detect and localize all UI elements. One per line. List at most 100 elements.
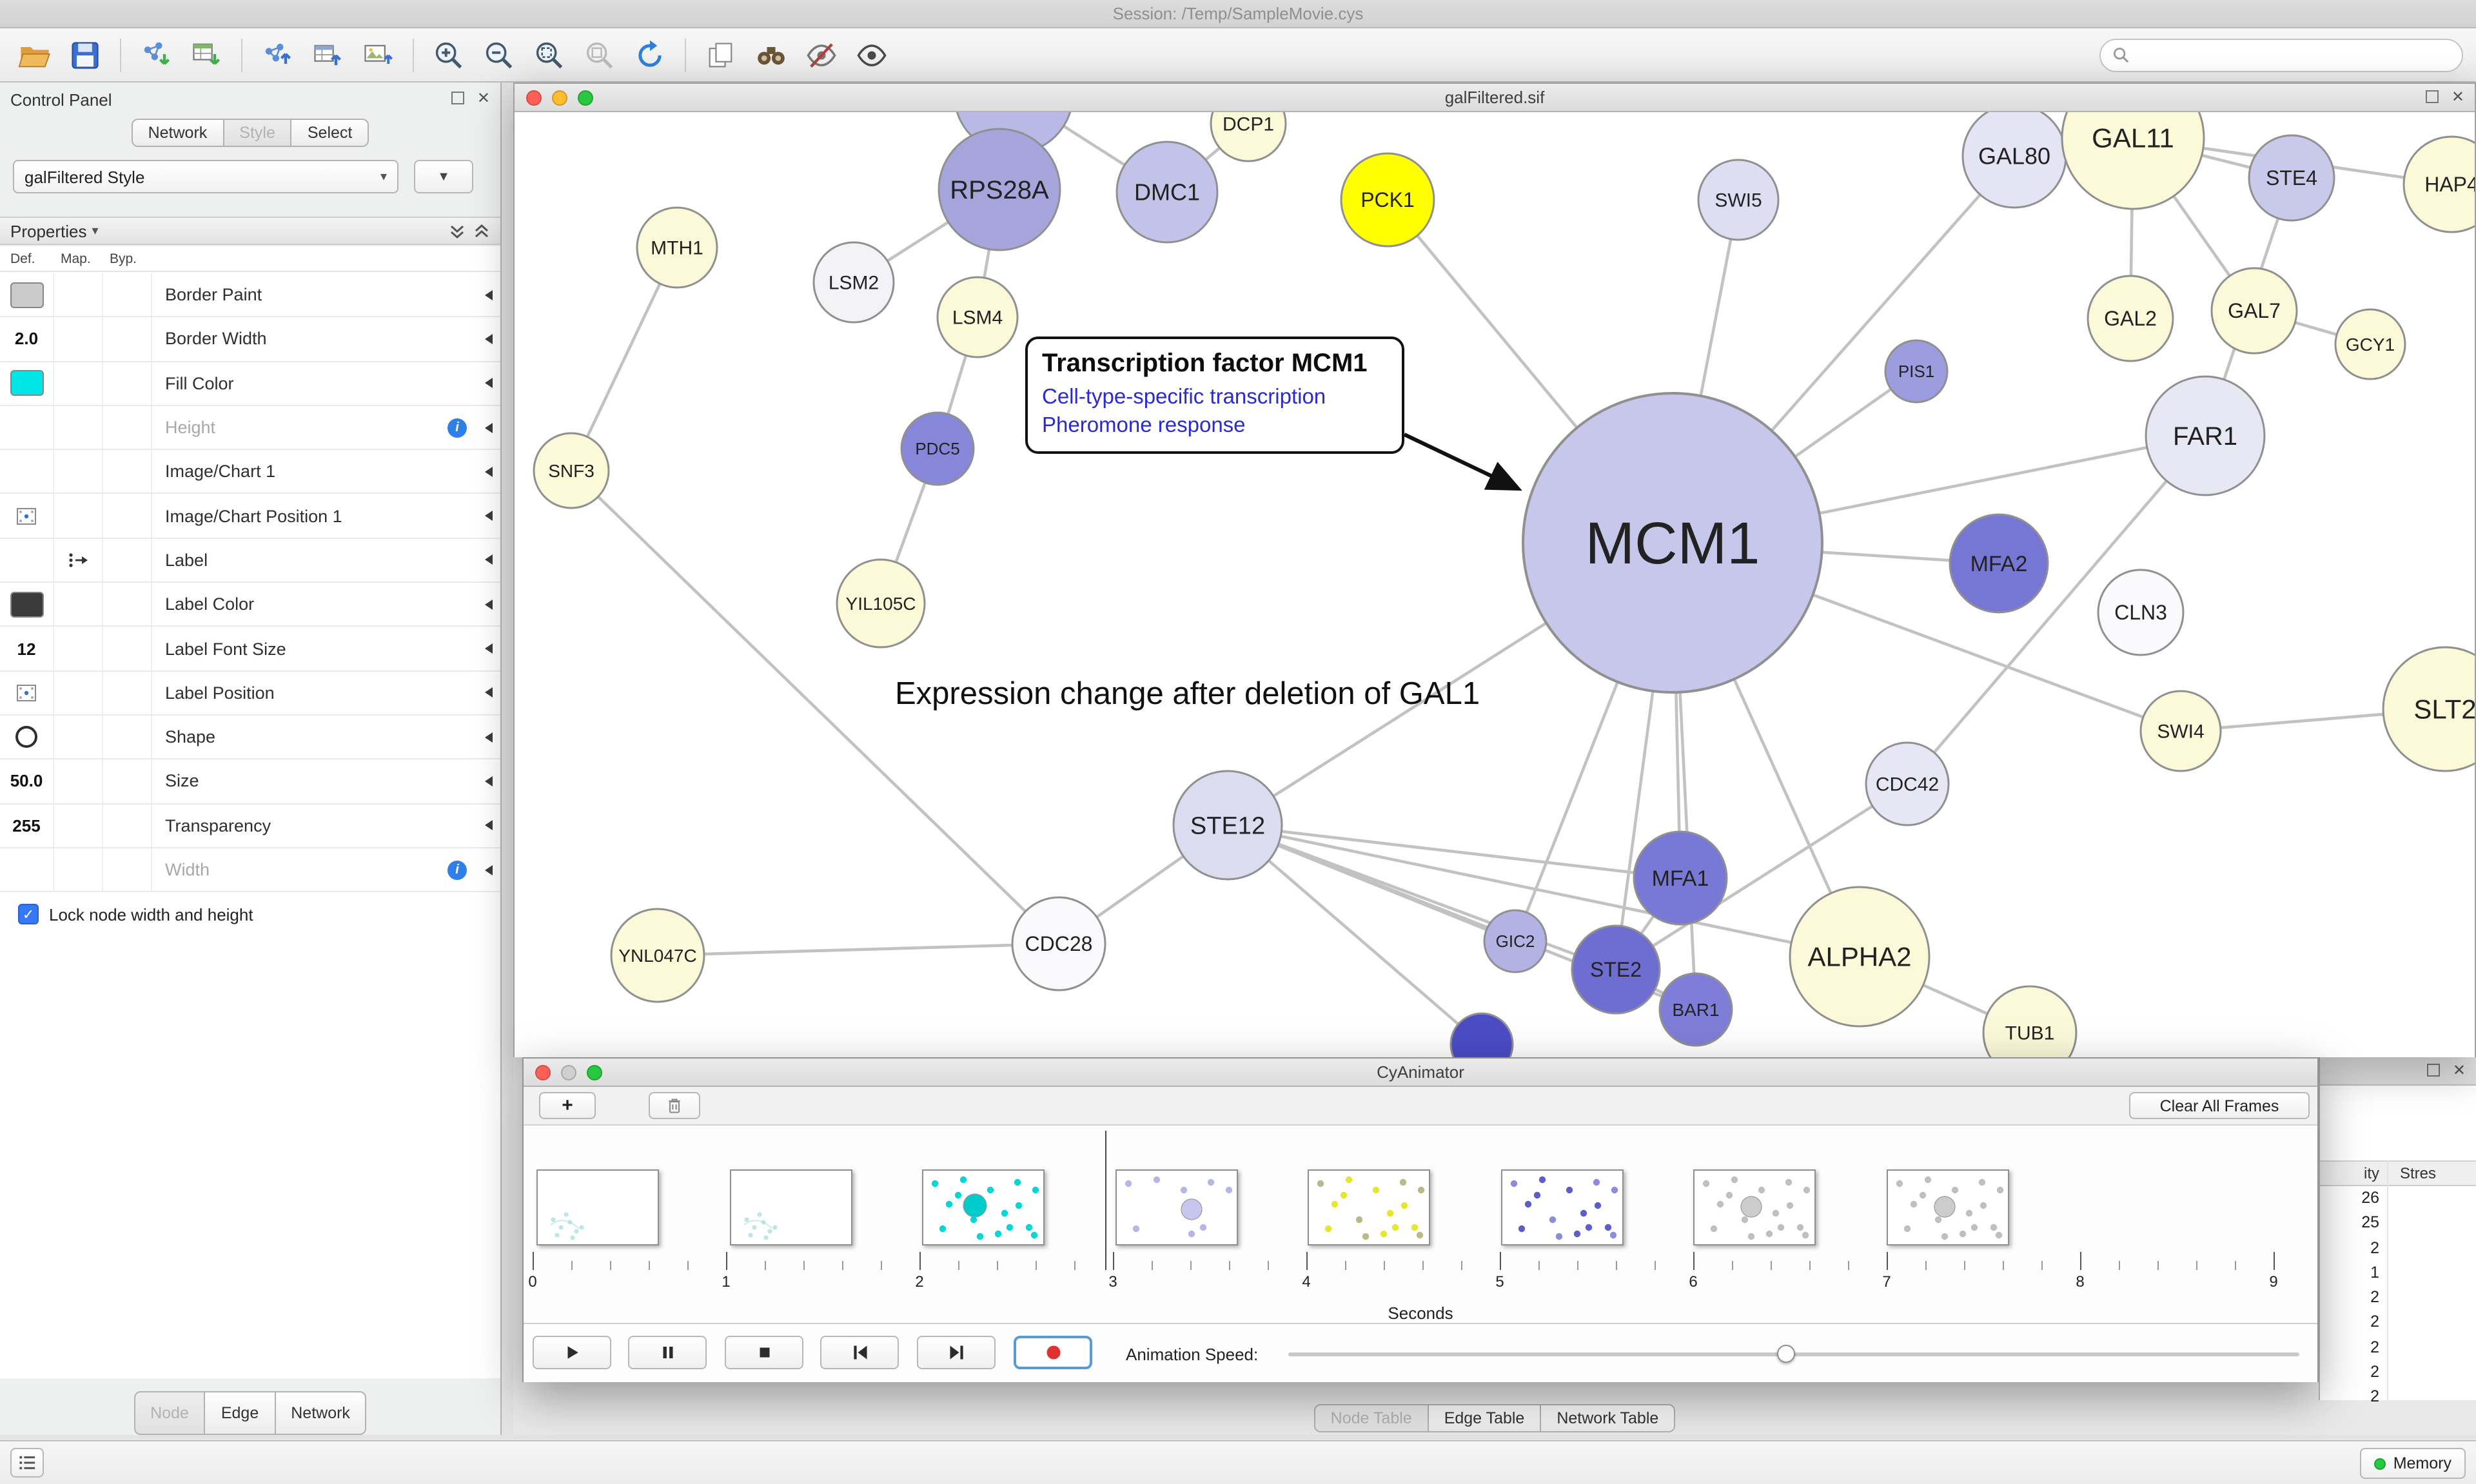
network-node-mfa2[interactable]: MFA2 xyxy=(1949,513,2049,614)
shape-circle-icon[interactable] xyxy=(15,726,37,748)
table-cell[interactable]: 2 xyxy=(2370,1313,2379,1331)
network-node-ste4[interactable]: STE4 xyxy=(2248,134,2335,222)
frame-thumbnail-1[interactable] xyxy=(536,1169,659,1245)
default-value[interactable]: 12 xyxy=(17,639,36,659)
network-node-pck1[interactable]: PCK1 xyxy=(1340,152,1435,248)
network-node-bar1[interactable]: BAR1 xyxy=(1658,972,1733,1047)
network-edge[interactable] xyxy=(570,469,1060,945)
default-cell[interactable]: 50.0 xyxy=(0,759,54,803)
network-edge[interactable] xyxy=(1227,823,1860,959)
network-node-gal11[interactable]: GAL11 xyxy=(2061,112,2205,210)
mapping-cell[interactable] xyxy=(54,848,103,892)
table-cell[interactable]: 2 xyxy=(2370,1387,2379,1406)
expand-arrow-icon[interactable] xyxy=(485,643,493,654)
zoom-in-button[interactable] xyxy=(427,33,471,77)
network-window-titlebar[interactable]: galFiltered.sif ✕ xyxy=(515,84,2475,112)
expand-arrow-icon[interactable] xyxy=(485,333,493,344)
record-button[interactable] xyxy=(1014,1336,1092,1369)
expand-arrow-icon[interactable] xyxy=(485,378,493,389)
network-node-ste12[interactable]: STE12 xyxy=(1172,770,1283,881)
table-column-headers[interactable]: ity Stres xyxy=(2320,1160,2476,1186)
expand-arrow-icon[interactable] xyxy=(485,864,493,875)
network-edge[interactable] xyxy=(1615,783,1909,971)
network-node-dcp1[interactable]: DCP1 xyxy=(1210,112,1287,162)
go-to-end-button[interactable] xyxy=(917,1336,996,1369)
bypass-cell[interactable] xyxy=(103,317,152,361)
property-row-label[interactable]: Label xyxy=(0,538,500,583)
annotation-link-1[interactable]: Cell-type-specific transcription xyxy=(1042,386,1326,409)
network-node-gic2[interactable]: GIC2 xyxy=(1483,909,1548,973)
duplicate-network-button[interactable] xyxy=(699,33,743,77)
close-window-icon[interactable] xyxy=(535,1065,551,1080)
bypass-cell[interactable] xyxy=(103,715,152,759)
default-cell[interactable] xyxy=(0,405,54,449)
default-cell[interactable] xyxy=(0,583,54,626)
default-cell[interactable] xyxy=(0,273,54,317)
property-row-label-color[interactable]: Label Color xyxy=(0,583,500,627)
float-view-icon[interactable] xyxy=(2425,90,2439,103)
tab-network[interactable]: Network xyxy=(131,119,224,147)
bypass-cell[interactable] xyxy=(103,538,152,582)
table-cell[interactable]: 25 xyxy=(2361,1213,2379,1232)
expand-arrow-icon[interactable] xyxy=(485,422,493,433)
frame-thumbnail-6[interactable] xyxy=(1500,1169,1623,1245)
network-edge[interactable] xyxy=(657,942,1059,957)
import-table-button[interactable] xyxy=(184,33,228,77)
expand-arrow-icon[interactable] xyxy=(485,511,493,522)
zoom-fit-button[interactable] xyxy=(527,33,571,77)
network-node-yil105c[interactable]: YIL105C xyxy=(836,558,926,649)
zoom-selected-button[interactable] xyxy=(578,33,622,77)
tab-node[interactable]: Node xyxy=(133,1391,206,1435)
maximize-window-icon[interactable] xyxy=(578,90,593,106)
default-value[interactable]: 255 xyxy=(12,815,41,835)
property-row-label-position[interactable]: Label Position xyxy=(0,671,500,716)
network-node-alpha2[interactable]: ALPHA2 xyxy=(1789,886,1931,1028)
style-select[interactable]: galFiltered Style ▾ xyxy=(13,160,398,193)
apply-layout-button[interactable] xyxy=(628,33,672,77)
bypass-cell[interactable] xyxy=(103,583,152,626)
maximize-window-icon[interactable] xyxy=(587,1065,602,1080)
network-node-cln3[interactable]: CLN3 xyxy=(2097,569,2185,656)
network-node-mfa1[interactable]: MFA1 xyxy=(1633,830,1728,926)
slider-thumb[interactable] xyxy=(1777,1345,1795,1363)
default-value[interactable]: 2.0 xyxy=(14,329,39,349)
mapping-cell[interactable] xyxy=(54,317,103,361)
property-row-image-chart-position-1[interactable]: Image/Chart Position 1 xyxy=(0,494,500,539)
table-column-2[interactable]: Stres xyxy=(2400,1164,2437,1182)
mapping-cell[interactable] xyxy=(54,715,103,759)
default-swatch[interactable] xyxy=(10,282,43,308)
tab-edge[interactable]: Edge xyxy=(205,1391,276,1435)
tab-edge-table[interactable]: Edge Table xyxy=(1428,1404,1542,1432)
network-node-rps28a[interactable]: RPS28A xyxy=(938,128,1061,251)
table-column-1[interactable]: ity xyxy=(2364,1164,2379,1182)
table-cell[interactable]: 1 xyxy=(2370,1263,2379,1282)
default-cell[interactable]: 2.0 xyxy=(0,317,54,361)
tab-network-style[interactable]: Network xyxy=(275,1391,367,1435)
network-node-mth1[interactable]: MTH1 xyxy=(636,206,718,289)
default-swatch[interactable] xyxy=(10,591,43,618)
bypass-cell[interactable] xyxy=(103,450,152,493)
export-image-button[interactable] xyxy=(356,33,400,77)
bypass-cell[interactable] xyxy=(103,804,152,847)
style-options-button[interactable]: ▼ xyxy=(414,160,473,193)
show-panels-button[interactable] xyxy=(10,1448,44,1478)
play-button[interactable] xyxy=(533,1336,611,1369)
close-table-icon[interactable]: ✕ xyxy=(2452,1061,2466,1079)
memory-button[interactable]: Memory xyxy=(2359,1448,2466,1479)
frame-thumbnail-3[interactable] xyxy=(922,1169,1045,1245)
first-neighbors-button[interactable] xyxy=(749,33,793,77)
expand-arrow-icon[interactable] xyxy=(485,289,493,300)
network-node-hap4[interactable]: HAP4 xyxy=(2402,135,2475,233)
default-cell[interactable] xyxy=(0,494,54,538)
default-cell[interactable]: 255 xyxy=(0,804,54,847)
bypass-cell[interactable] xyxy=(103,362,152,405)
minimize-window-icon[interactable] xyxy=(561,1065,576,1080)
mapping-cell[interactable] xyxy=(54,804,103,847)
annotation-box[interactable]: Transcription factor MCM1 Cell-type-spec… xyxy=(1025,337,1404,454)
network-node-blue1[interactable] xyxy=(1449,1012,1514,1057)
